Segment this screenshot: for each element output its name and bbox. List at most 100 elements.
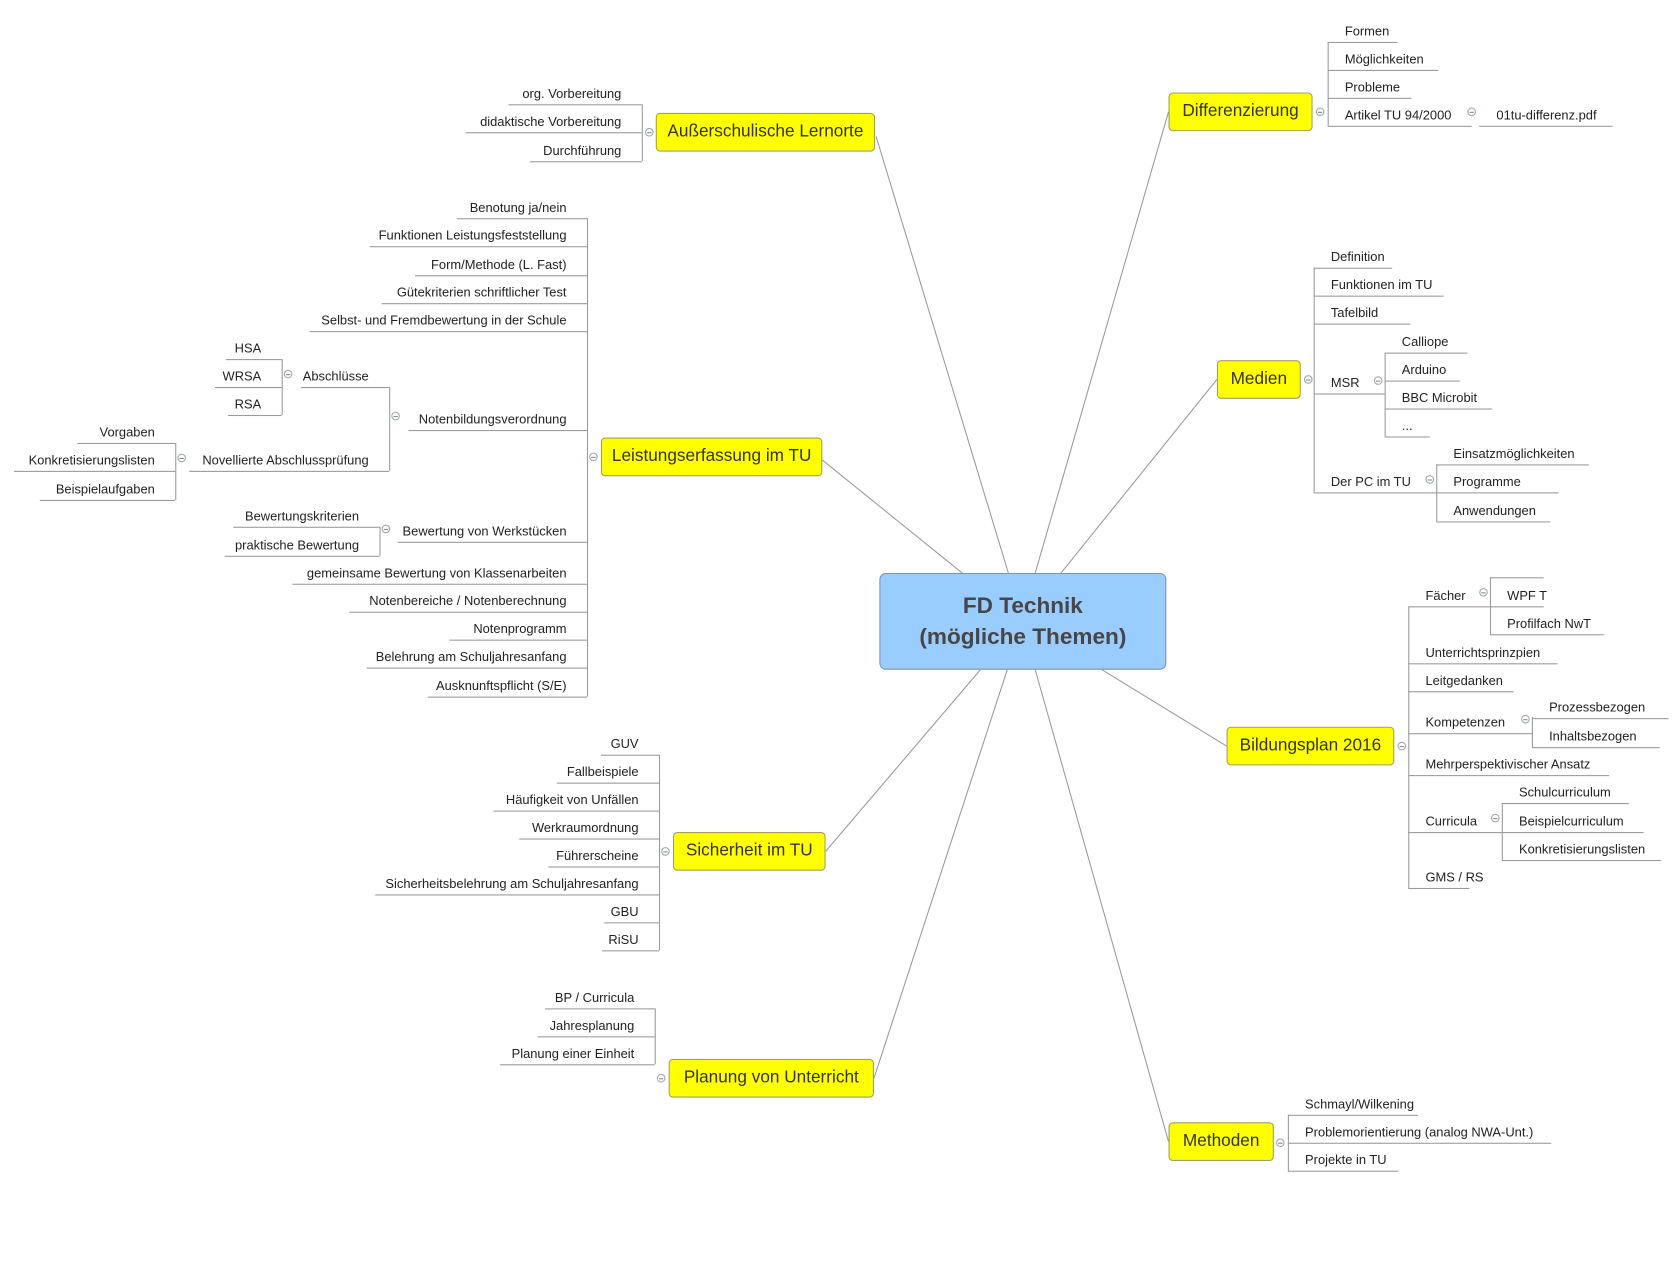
subtopic[interactable]: Jahresplanung xyxy=(537,1016,655,1038)
subtopic[interactable]: Konkretisierungslisten xyxy=(1501,840,1661,862)
subtopic[interactable]: org. Vorbereitung xyxy=(508,84,642,106)
subtopic[interactable]: Planung einer Einheit xyxy=(499,1044,655,1066)
subtopic[interactable]: Projekte in TU xyxy=(1287,1150,1399,1172)
collapse-minus-icon[interactable] xyxy=(177,453,186,463)
subtopic[interactable]: Funktionen im TU xyxy=(1313,275,1444,297)
bracket-line xyxy=(1489,577,1492,635)
collapse-minus-icon[interactable] xyxy=(1397,741,1407,751)
subtopic[interactable]: gemeinsame Bewertung von Klassenarbeiten xyxy=(292,563,587,585)
subtopic[interactable]: didaktische Vorbereitung xyxy=(465,112,642,134)
subtopic[interactable]: Konkretisierungslisten xyxy=(13,450,176,472)
subtopic[interactable]: Curricula xyxy=(1408,812,1502,834)
subtopic[interactable]: Vorgaben xyxy=(77,422,176,444)
subtopic[interactable]: Bewertungskriterien xyxy=(233,506,380,528)
subtopic[interactable]: Durchführung xyxy=(529,141,642,163)
subtopic[interactable]: Belehrung am Schuljahresanfang xyxy=(366,647,587,669)
subtopic[interactable]: Werkraumordnung xyxy=(519,818,659,840)
subtopic[interactable]: Problemorientierung (analog NWA-Unt.) xyxy=(1287,1122,1552,1144)
subtopic[interactable]: WRSA xyxy=(215,367,282,389)
subtopic[interactable]: BP / Curricula xyxy=(545,988,655,1010)
collapse-minus-icon[interactable] xyxy=(1276,1138,1285,1148)
collapse-minus-icon[interactable] xyxy=(283,369,293,379)
subtopic[interactable]: GBU xyxy=(604,902,659,924)
collapse-minus-icon[interactable] xyxy=(1425,475,1435,484)
subtopic[interactable]: Notenprogramm xyxy=(449,619,587,641)
subtopic[interactable]: Möglichkeiten xyxy=(1327,49,1439,71)
main-topic[interactable]: Außerschulische Lernorte xyxy=(655,112,876,152)
subtopic[interactable]: Definition xyxy=(1313,247,1393,269)
subtopic[interactable]: GUV xyxy=(600,734,659,756)
collapse-minus-icon[interactable] xyxy=(391,411,400,421)
subtopic[interactable]: Beispielcurriculum xyxy=(1501,812,1644,834)
subtopic[interactable]: Mehrperspektivischer Ansatz xyxy=(1408,755,1610,777)
subtopic[interactable]: Führerscheine xyxy=(548,846,659,868)
subtopic[interactable]: Gütekriterien schriftlicher Test xyxy=(381,283,587,305)
collapse-minus-icon[interactable] xyxy=(1479,588,1488,597)
subtopic[interactable]: Notenbereiche / Notenberechnung xyxy=(349,591,587,613)
collapse-minus-icon[interactable] xyxy=(1373,376,1383,385)
subtopic[interactable]: Notenbildungsverordnung xyxy=(408,410,587,432)
subtopic[interactable]: Arduino xyxy=(1384,360,1460,382)
subtopic[interactable]: 01tu-differenz.pdf xyxy=(1479,105,1613,127)
subtopic[interactable]: Schmayl/Wilkening xyxy=(1287,1094,1418,1116)
subtopic[interactable]: Einsatzmöglichkeiten xyxy=(1436,444,1589,466)
subtopic[interactable]: Formen xyxy=(1327,22,1398,43)
subtopic[interactable]: Artikel TU 94/2000 xyxy=(1327,105,1472,127)
bracket-line xyxy=(658,754,661,951)
subtopic[interactable]: Funktionen Leistungsfeststellung xyxy=(369,226,587,248)
subtopic[interactable]: Fallbeispiele xyxy=(556,762,659,784)
main-topic[interactable]: Differenzierung xyxy=(1168,92,1313,132)
subtopic[interactable]: Der PC im TU xyxy=(1313,472,1437,494)
subtopic[interactable]: Novellierte Abschlussprüfung xyxy=(189,450,390,472)
collapse-minus-icon[interactable] xyxy=(1467,107,1476,117)
collapse-minus-icon[interactable] xyxy=(1491,813,1500,823)
main-topic[interactable]: Bildungsplan 2016 xyxy=(1226,726,1395,766)
subtopic[interactable]: Kompetenzen xyxy=(1408,713,1532,735)
subtopic[interactable]: Form/Methode (L. Fast) xyxy=(414,255,587,277)
subtopic[interactable]: RiSU xyxy=(602,930,659,952)
subtopic[interactable]: BBC Microbit xyxy=(1384,388,1493,410)
subtopic[interactable]: Profilfach NwT xyxy=(1489,614,1604,636)
subtopic[interactable]: Häufigkeit von Unfällen xyxy=(493,790,659,812)
subtopic[interactable]: Benotung ja/nein xyxy=(456,198,587,220)
central-topic[interactable]: FD Technik (mögliche Themen) xyxy=(879,572,1167,670)
collapse-minus-icon[interactable] xyxy=(645,127,654,137)
subtopic[interactable]: RSA xyxy=(227,395,282,417)
collapse-minus-icon[interactable] xyxy=(1315,107,1325,117)
subtopic[interactable]: Beispielaufgaben xyxy=(39,479,176,501)
collapse-minus-icon[interactable] xyxy=(589,452,598,462)
subtopic[interactable]: WPF T xyxy=(1489,586,1547,608)
subtopic[interactable]: Leitgedanken xyxy=(1408,671,1514,693)
subtopic[interactable]: Sicherheitsbelehrung am Schuljahresanfan… xyxy=(375,874,659,896)
subtopic[interactable]: ... xyxy=(1384,416,1430,438)
bracket-line xyxy=(641,104,643,162)
subtopic[interactable]: HSA xyxy=(225,339,282,361)
main-topic[interactable]: Leistungserfassung im TU xyxy=(600,437,823,477)
subtopic[interactable]: Prozessbezogen xyxy=(1531,698,1669,720)
collapse-minus-icon[interactable] xyxy=(1521,714,1530,724)
subtopic[interactable]: GMS / RS xyxy=(1408,868,1484,890)
collapse-minus-icon[interactable] xyxy=(1303,375,1313,384)
subtopic[interactable]: Schulcurriculum xyxy=(1501,783,1629,805)
subtopic[interactable]: Abschlüsse xyxy=(301,367,390,389)
subtopic[interactable]: Tafelbild xyxy=(1313,303,1411,325)
main-topic[interactable]: Planung von Unterricht xyxy=(668,1058,874,1098)
subtopic[interactable]: Programme xyxy=(1436,472,1559,494)
collapse-minus-icon[interactable] xyxy=(656,1073,666,1083)
subtopic[interactable]: Unterrichtsprinzpien xyxy=(1408,643,1558,665)
subtopic[interactable]: Ausknunftspflicht (S/E) xyxy=(427,676,587,698)
subtopic[interactable]: Selbst- und Fremdbewertung in der Schule xyxy=(309,311,587,333)
main-topic[interactable]: Methoden xyxy=(1168,1122,1274,1161)
main-topic[interactable]: Sicherheit im TU xyxy=(672,832,826,871)
main-topic[interactable]: Medien xyxy=(1216,360,1301,399)
subtopic[interactable]: Inhaltsbezogen xyxy=(1531,727,1660,749)
subtopic[interactable]: Calliope xyxy=(1384,332,1468,354)
subtopic[interactable]: Anwendungen xyxy=(1436,501,1551,523)
subtopic[interactable]: Fächer xyxy=(1408,586,1490,608)
subtopic[interactable]: Bewertung von Werkstücken xyxy=(397,521,587,543)
subtopic[interactable]: Probleme xyxy=(1327,77,1412,99)
collapse-minus-icon[interactable] xyxy=(661,847,670,856)
subtopic[interactable]: MSR xyxy=(1313,373,1385,395)
subtopic[interactable]: praktische Bewertung xyxy=(224,535,380,557)
collapse-minus-icon[interactable] xyxy=(381,524,391,534)
